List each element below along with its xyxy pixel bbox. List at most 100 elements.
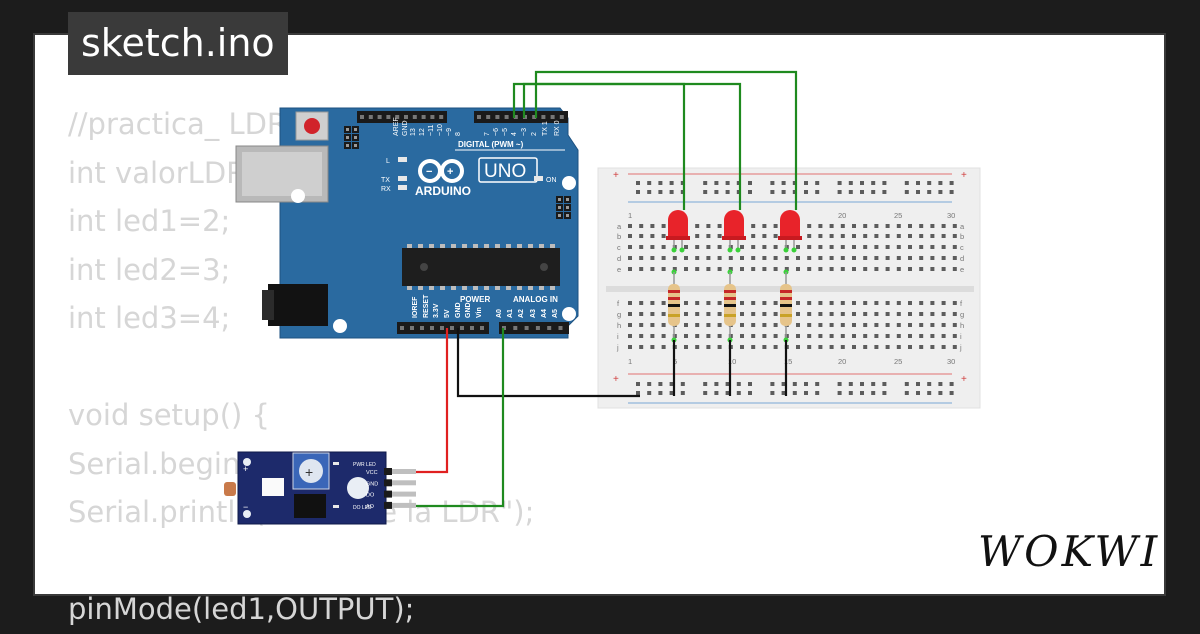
strip-hole[interactable] bbox=[863, 267, 868, 271]
strip-hole[interactable] bbox=[896, 234, 901, 238]
wire-green-ao[interactable] bbox=[416, 328, 505, 508]
strip-hole[interactable] bbox=[952, 256, 957, 260]
strip-hole[interactable] bbox=[684, 256, 688, 260]
strip-hole[interactable] bbox=[717, 245, 722, 249]
strip-hole[interactable] bbox=[706, 323, 711, 327]
rail-hole[interactable] bbox=[658, 391, 663, 395]
strip-hole[interactable] bbox=[930, 234, 935, 238]
strip-hole[interactable] bbox=[717, 312, 722, 316]
strip-hole[interactable] bbox=[684, 301, 688, 305]
strip-hole[interactable] bbox=[628, 323, 632, 327]
rail-hole[interactable] bbox=[804, 382, 808, 386]
rail-hole[interactable] bbox=[949, 382, 954, 386]
rail-hole[interactable] bbox=[871, 391, 876, 395]
ldr-header-pin[interactable] bbox=[384, 469, 416, 474]
header-hole[interactable] bbox=[400, 326, 404, 330]
strip-hole[interactable] bbox=[672, 245, 677, 249]
strip-hole[interactable] bbox=[852, 301, 856, 305]
strip-hole[interactable] bbox=[796, 345, 800, 349]
strip-hole[interactable] bbox=[896, 245, 901, 249]
strip-hole[interactable] bbox=[639, 323, 644, 327]
strip-hole[interactable] bbox=[930, 345, 935, 349]
strip-hole[interactable] bbox=[930, 301, 935, 305]
rail-hole[interactable] bbox=[904, 391, 909, 395]
header-hole[interactable] bbox=[395, 115, 400, 119]
strip-hole[interactable] bbox=[818, 345, 823, 349]
header-hole[interactable] bbox=[412, 115, 417, 119]
rail-hole[interactable] bbox=[882, 382, 887, 386]
rail-hole[interactable] bbox=[714, 190, 719, 194]
strip-hole[interactable] bbox=[919, 256, 924, 260]
header-hole[interactable] bbox=[513, 326, 518, 330]
strip-hole[interactable] bbox=[818, 301, 823, 305]
strip-hole[interactable] bbox=[796, 312, 800, 316]
strip-hole[interactable] bbox=[762, 312, 767, 316]
strip-hole[interactable] bbox=[863, 301, 868, 305]
strip-hole[interactable] bbox=[661, 224, 666, 228]
strip-hole[interactable] bbox=[807, 312, 812, 316]
strip-hole[interactable] bbox=[751, 245, 756, 249]
strip-hole[interactable] bbox=[728, 245, 733, 249]
rail-hole[interactable] bbox=[882, 190, 887, 194]
strip-hole[interactable] bbox=[684, 312, 688, 316]
strip-hole[interactable] bbox=[773, 267, 778, 271]
header-hole[interactable] bbox=[404, 115, 408, 119]
strip-hole[interactable] bbox=[952, 345, 957, 349]
strip-hole[interactable] bbox=[941, 245, 946, 249]
strip-hole[interactable] bbox=[762, 301, 767, 305]
rail-hole[interactable] bbox=[736, 181, 741, 185]
strip-hole[interactable] bbox=[773, 323, 778, 327]
strip-hole[interactable] bbox=[628, 245, 632, 249]
strip-hole[interactable] bbox=[952, 334, 957, 338]
strip-hole[interactable] bbox=[773, 234, 778, 238]
strip-hole[interactable] bbox=[717, 345, 722, 349]
rail-hole[interactable] bbox=[792, 391, 797, 395]
strip-hole[interactable] bbox=[885, 345, 890, 349]
rail-hole[interactable] bbox=[725, 181, 730, 185]
rail-hole[interactable] bbox=[748, 382, 752, 386]
strip-hole[interactable] bbox=[874, 267, 879, 271]
strip-hole[interactable] bbox=[919, 245, 924, 249]
strip-hole[interactable] bbox=[930, 256, 935, 260]
ldr-header-pin[interactable] bbox=[384, 502, 416, 508]
header-hole[interactable] bbox=[477, 115, 481, 119]
strip-hole[interactable] bbox=[896, 256, 901, 260]
strip-hole[interactable] bbox=[751, 312, 756, 316]
ldr-header-pin[interactable] bbox=[384, 480, 416, 486]
strip-hole[interactable] bbox=[695, 334, 700, 338]
led-3[interactable] bbox=[778, 210, 802, 253]
strip-hole[interactable] bbox=[829, 224, 834, 228]
strip-hole[interactable] bbox=[952, 267, 957, 271]
strip-hole[interactable] bbox=[740, 345, 744, 349]
ldr-sensor[interactable] bbox=[224, 482, 236, 496]
reset-button[interactable] bbox=[304, 118, 320, 134]
rail-hole[interactable] bbox=[848, 181, 853, 185]
strip-hole[interactable] bbox=[762, 256, 767, 260]
strip-hole[interactable] bbox=[628, 345, 632, 349]
strip-hole[interactable] bbox=[751, 301, 756, 305]
strip-hole[interactable] bbox=[874, 334, 879, 338]
rail-hole[interactable] bbox=[680, 190, 685, 194]
strip-hole[interactable] bbox=[930, 245, 935, 249]
strip-hole[interactable] bbox=[796, 334, 800, 338]
rail-hole[interactable] bbox=[949, 190, 954, 194]
strip-hole[interactable] bbox=[840, 334, 845, 338]
rail-hole[interactable] bbox=[669, 181, 674, 185]
strip-hole[interactable] bbox=[908, 256, 912, 260]
strip-hole[interactable] bbox=[852, 256, 856, 260]
strip-hole[interactable] bbox=[661, 323, 666, 327]
header-hole[interactable] bbox=[470, 326, 474, 330]
header-hole[interactable] bbox=[430, 326, 434, 330]
strip-hole[interactable] bbox=[896, 224, 901, 228]
strip-hole[interactable] bbox=[751, 345, 756, 349]
strip-hole[interactable] bbox=[706, 245, 711, 249]
strip-hole[interactable] bbox=[807, 323, 812, 327]
strip-hole[interactable] bbox=[639, 345, 644, 349]
strip-hole[interactable] bbox=[840, 345, 845, 349]
rail-hole[interactable] bbox=[927, 391, 932, 395]
strip-hole[interactable] bbox=[706, 301, 711, 305]
strip-hole[interactable] bbox=[908, 345, 912, 349]
rail-hole[interactable] bbox=[680, 391, 685, 395]
strip-hole[interactable] bbox=[695, 224, 700, 228]
strip-hole[interactable] bbox=[941, 267, 946, 271]
